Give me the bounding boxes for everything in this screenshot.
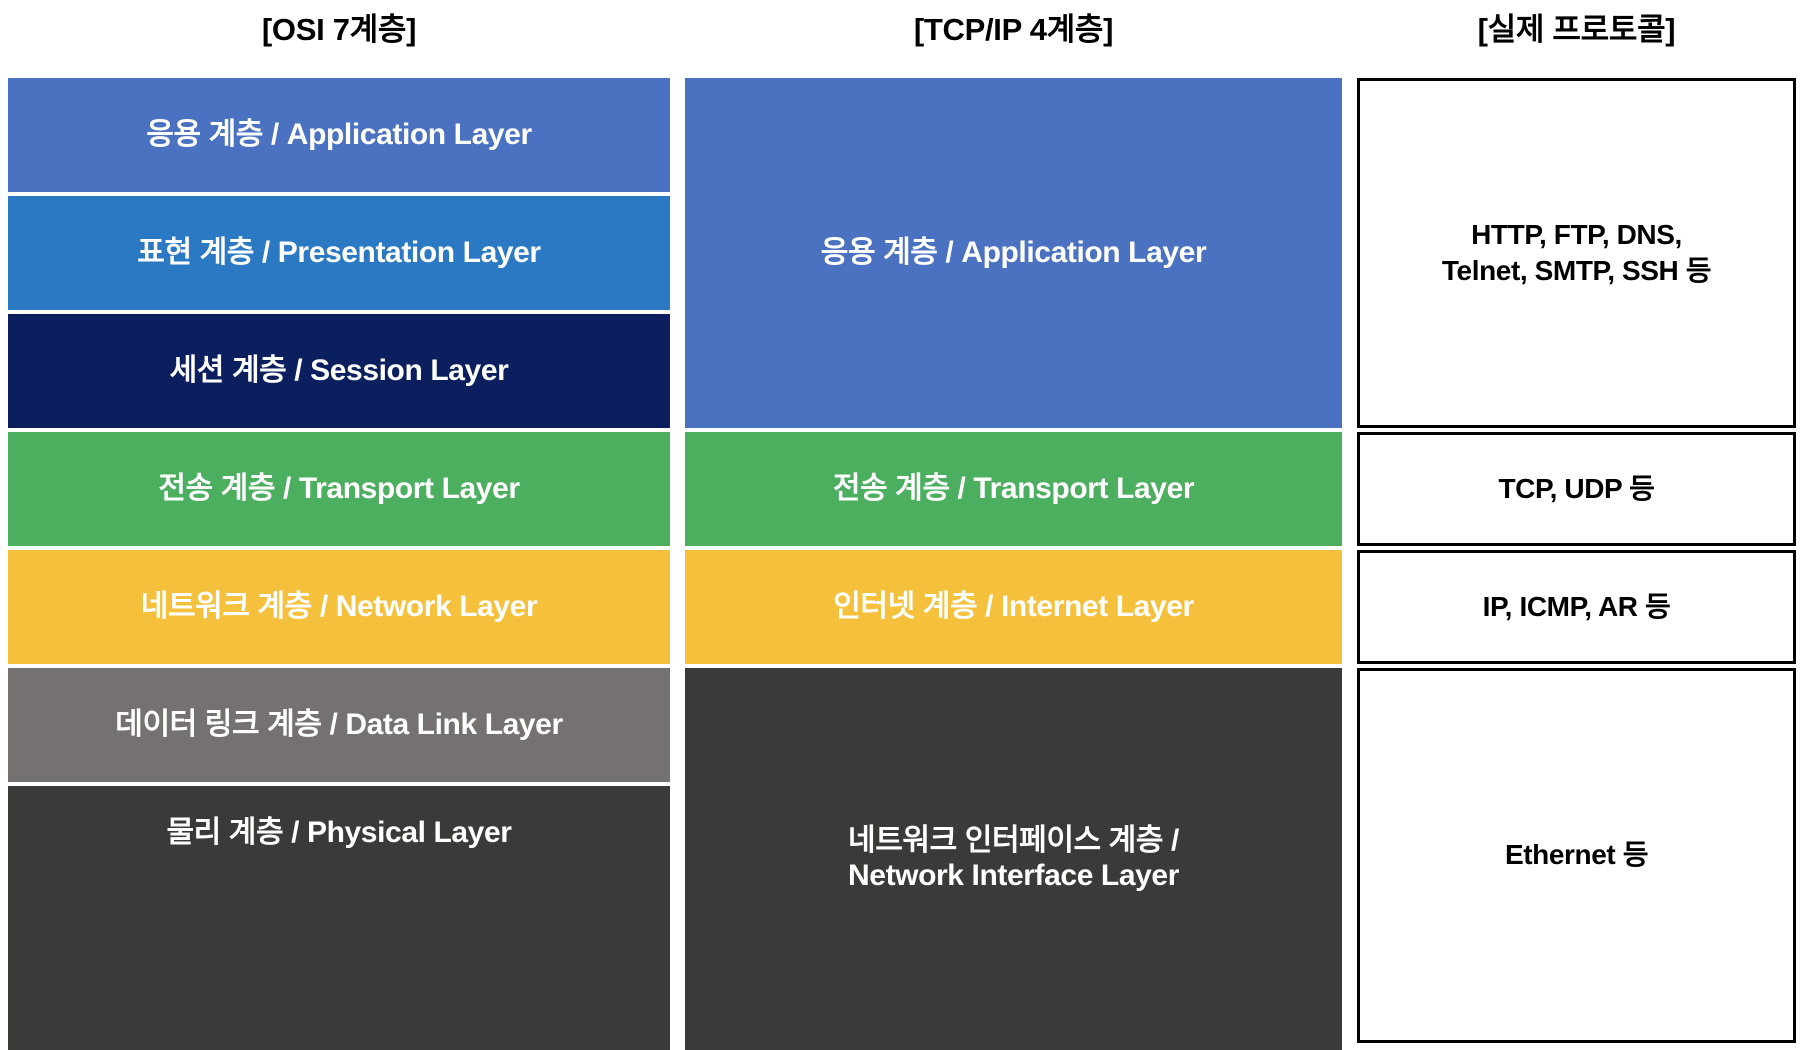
osi-layer-session: 세션 계층 / Session Layer <box>8 314 670 428</box>
tcpip-layer-transport-label: 전송 계층 / Transport Layer <box>832 471 1195 505</box>
protocol-application-line2: Telnet, SMTP, SSH 등 <box>1441 255 1712 286</box>
osi-layer-transport-label: 전송 계층 / Transport Layer <box>158 471 520 505</box>
protocol-box-network-interface: Ethernet 등 <box>1357 668 1796 1043</box>
column-header-osi: [OSI 7계층] <box>261 12 417 47</box>
osi-layer-datalink: 데이터 링크 계층 / Data Link Layer <box>8 668 670 782</box>
osi-layer-application: 응용 계층 / Application Layer <box>8 78 670 192</box>
osi-layer-network-label: 네트워크 계층 / Network Layer <box>140 589 538 623</box>
protocol-internet-line1: IP, ICMP, AR 등 <box>1482 590 1671 622</box>
protocol-transport-line1: TCP, UDP 등 <box>1498 472 1655 504</box>
tcpip-layer-transport: 전송 계층 / Transport Layer <box>685 432 1342 546</box>
column-header-tcpip: [TCP/IP 4계층] <box>913 12 1114 47</box>
tcpip-layer-internet: 인터넷 계층 / Internet Layer <box>685 550 1342 664</box>
osi-layer-presentation: 표현 계층 / Presentation Layer <box>8 196 670 310</box>
osi-layer-network: 네트워크 계층 / Network Layer <box>8 550 670 664</box>
osi-layer-session-label: 세션 계층 / Session Layer <box>169 353 509 387</box>
osi-layer-physical-label: 물리 계층 / Physical Layer <box>166 816 512 849</box>
protocol-box-transport: TCP, UDP 등 <box>1357 432 1796 546</box>
osi-layer-transport: 전송 계층 / Transport Layer <box>8 432 670 546</box>
tcpip-layer-application: 응용 계층 / Application Layer <box>685 78 1342 428</box>
protocol-box-application: HTTP, FTP, DNS, Telnet, SMTP, SSH 등 <box>1357 78 1796 428</box>
osi-layer-physical: 물리 계층 / Physical Layer <box>8 786 670 1050</box>
column-header-protocol: [실제 프로토콜] <box>1477 12 1676 47</box>
osi-layer-presentation-label: 표현 계층 / Presentation Layer <box>137 235 541 269</box>
tcpip-layer-network-interface-label-line2: Network Interface Layer <box>848 859 1179 892</box>
tcpip-layer-application-label: 응용 계층 / Application Layer <box>820 235 1207 269</box>
protocol-box-internet: IP, ICMP, AR 등 <box>1357 550 1796 664</box>
tcpip-layer-network-interface-label-line1: 네트워크 인터페이스 계층 / <box>848 824 1179 858</box>
tcpip-layer-internet-label: 인터넷 계층 / Internet Layer <box>833 589 1194 623</box>
osi-layer-application-label: 응용 계층 / Application Layer <box>146 117 532 151</box>
protocol-application-line1: HTTP, FTP, DNS, <box>1471 218 1682 250</box>
tcpip-layer-network-interface: 네트워크 인터페이스 계층 / Network Interface Layer <box>685 668 1342 1050</box>
osi-layer-datalink-label: 데이터 링크 계층 / Data Link Layer <box>115 707 563 741</box>
protocol-network-interface-line1: Ethernet 등 <box>1504 839 1649 871</box>
